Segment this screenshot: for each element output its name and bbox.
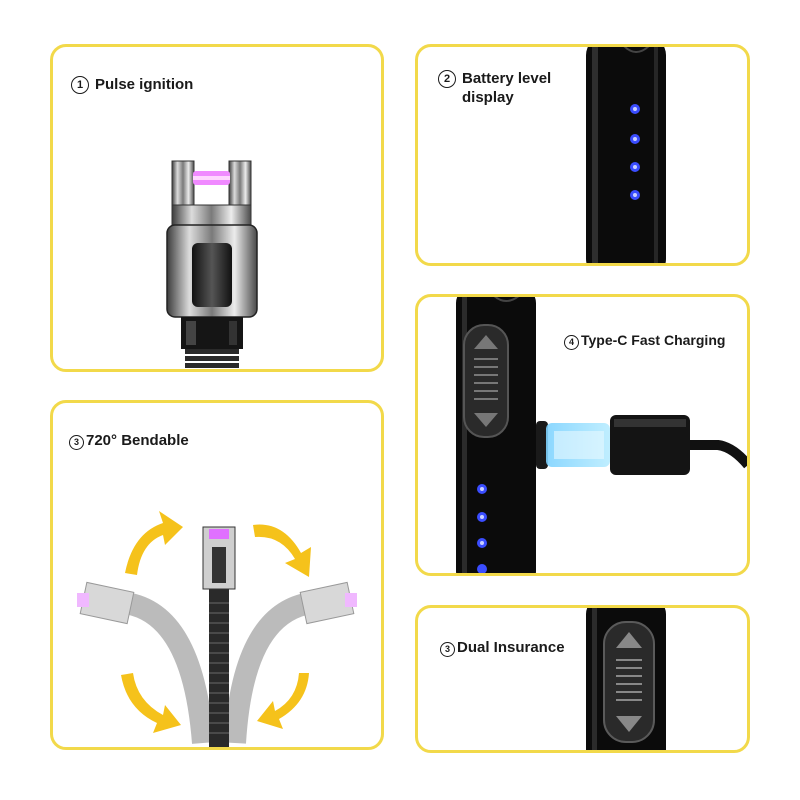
lighter-tip-illustration: [166, 160, 258, 368]
battery-display-panel: 2 Battery level display: [415, 44, 750, 266]
battery-display-label: 2 Battery level display: [438, 69, 551, 107]
number-badge: 4: [564, 335, 579, 350]
number-badge: 1: [71, 76, 89, 94]
safety-switch-illustration: [586, 608, 666, 750]
number-badge: 3: [440, 642, 455, 657]
bendable-illustration: [77, 511, 357, 747]
typec-illustration: [456, 297, 747, 573]
pulse-ignition-panel: 1 Pulse ignition: [50, 44, 384, 372]
battery-leds: [630, 104, 640, 200]
rotation-arrows: [121, 511, 311, 733]
number-badge: 2: [438, 70, 456, 88]
pulse-ignition-label: 1 Pulse ignition: [71, 75, 193, 94]
battery-led-illustration: [586, 47, 666, 263]
number-badge: 3: [69, 435, 84, 450]
